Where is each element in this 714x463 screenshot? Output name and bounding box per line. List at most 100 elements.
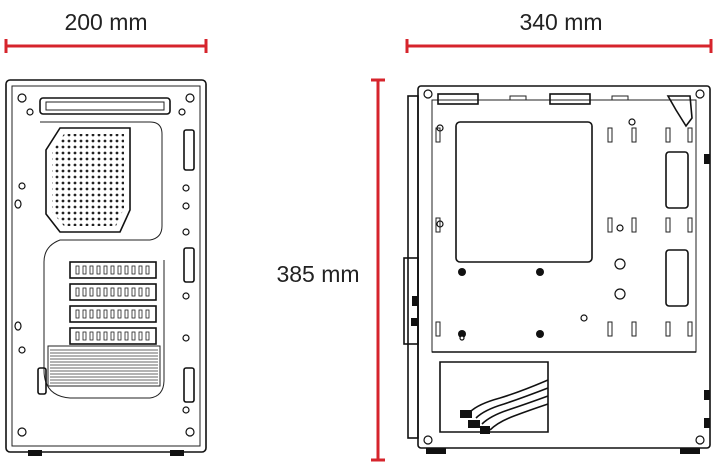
standoff-icon [458, 268, 466, 276]
slot-vent [145, 287, 150, 297]
front-outer-frame [5, 79, 207, 453]
standoff-icon [614, 258, 626, 270]
ssd-mount [665, 151, 689, 209]
rear-bracket [666, 95, 693, 128]
slot-vent [96, 309, 101, 319]
slot-vent [103, 331, 108, 341]
standoff-icon [614, 288, 626, 300]
screw-icon [423, 89, 433, 99]
standoff-icon [536, 330, 544, 338]
cpu-cutout [455, 121, 593, 263]
slot-vent [75, 309, 80, 319]
slot-mark [435, 217, 441, 233]
mount-hole [18, 346, 26, 354]
slot-vent [103, 265, 108, 275]
expansion-slot [69, 283, 157, 301]
slot-vent [89, 265, 94, 275]
slot-vent [117, 309, 122, 319]
screw-icon [26, 108, 34, 116]
side-inner-frame [431, 99, 697, 353]
slot-vent [131, 287, 136, 297]
psu-cables [460, 379, 549, 434]
slot-vent [110, 309, 115, 319]
slot-mark [687, 127, 693, 143]
slot-vent [145, 331, 150, 341]
side-foot-left [426, 448, 446, 454]
slot-mark [687, 217, 693, 233]
expansion-slot [69, 261, 157, 279]
slot-vent [131, 331, 136, 341]
top-tab [437, 93, 479, 105]
standoff-icon [616, 224, 624, 232]
side-slot [183, 247, 195, 283]
side-slot-marks [435, 127, 693, 337]
mount-hole [18, 182, 26, 190]
front-psu-area [47, 345, 161, 387]
slot-mark [607, 217, 613, 233]
slot-vent [145, 309, 150, 319]
mount-hole [182, 184, 190, 192]
slot-vent [117, 265, 122, 275]
rear-port [704, 154, 710, 164]
standoff-icon [536, 268, 544, 276]
slot-vent [82, 309, 87, 319]
screw-icon [17, 427, 27, 437]
slot-mark [665, 127, 671, 143]
slot-vent [145, 265, 150, 275]
width-dimension: 200 mm [4, 9, 208, 53]
mount-hole [14, 199, 22, 209]
screw-icon [17, 93, 27, 103]
front-panel-edge [407, 95, 419, 439]
mount-hole [182, 406, 190, 414]
mount-hole [182, 228, 190, 236]
side-slot [183, 129, 195, 171]
standoff-icon [459, 335, 465, 341]
height-dimension: 385 mm [276, 78, 385, 462]
expansion-slot [69, 327, 157, 345]
slot-vent [89, 287, 94, 297]
screw-icon [423, 435, 433, 445]
top-tab [549, 93, 591, 105]
slot-vent [82, 331, 87, 341]
slot-mark [631, 127, 637, 143]
slot-mark [435, 321, 441, 337]
mount-hole [182, 292, 190, 300]
slot-vent [75, 265, 80, 275]
mount-hole [182, 334, 190, 342]
rear-port [704, 418, 710, 428]
ssd-mount [665, 249, 689, 307]
slot-vent [131, 265, 136, 275]
expansion-slot [69, 305, 157, 323]
slot-vent [96, 331, 101, 341]
depth-dimension: 340 mm [405, 9, 713, 53]
height-label: 385 mm [276, 261, 359, 287]
slot-vent [103, 287, 108, 297]
front-psu-hatch [50, 349, 158, 384]
slot-vent [124, 265, 129, 275]
slot-mark [665, 321, 671, 337]
width-label: 200 mm [64, 9, 147, 35]
slot-vent [75, 331, 80, 341]
slot-vent [138, 287, 143, 297]
depth-label: 340 mm [519, 9, 602, 35]
slot-vent [96, 287, 101, 297]
slot-vent [138, 265, 143, 275]
slot-vent [110, 331, 115, 341]
front-mesh-grid [52, 134, 124, 226]
side-slot [37, 367, 47, 395]
io-port [411, 318, 418, 326]
standoff-icon [628, 118, 636, 126]
standoff-icon [458, 330, 466, 338]
slot-vent [89, 309, 94, 319]
screw-icon [695, 435, 705, 445]
front-mesh-outline [45, 127, 131, 233]
mount-hole [14, 321, 22, 331]
slot-vent [124, 309, 129, 319]
slot-vent [89, 331, 94, 341]
slot-vent [110, 265, 115, 275]
screw-icon [185, 93, 195, 103]
slot-vent [75, 287, 80, 297]
slot-vent [138, 309, 143, 319]
screw-icon [178, 108, 186, 116]
mount-hole [182, 202, 190, 210]
